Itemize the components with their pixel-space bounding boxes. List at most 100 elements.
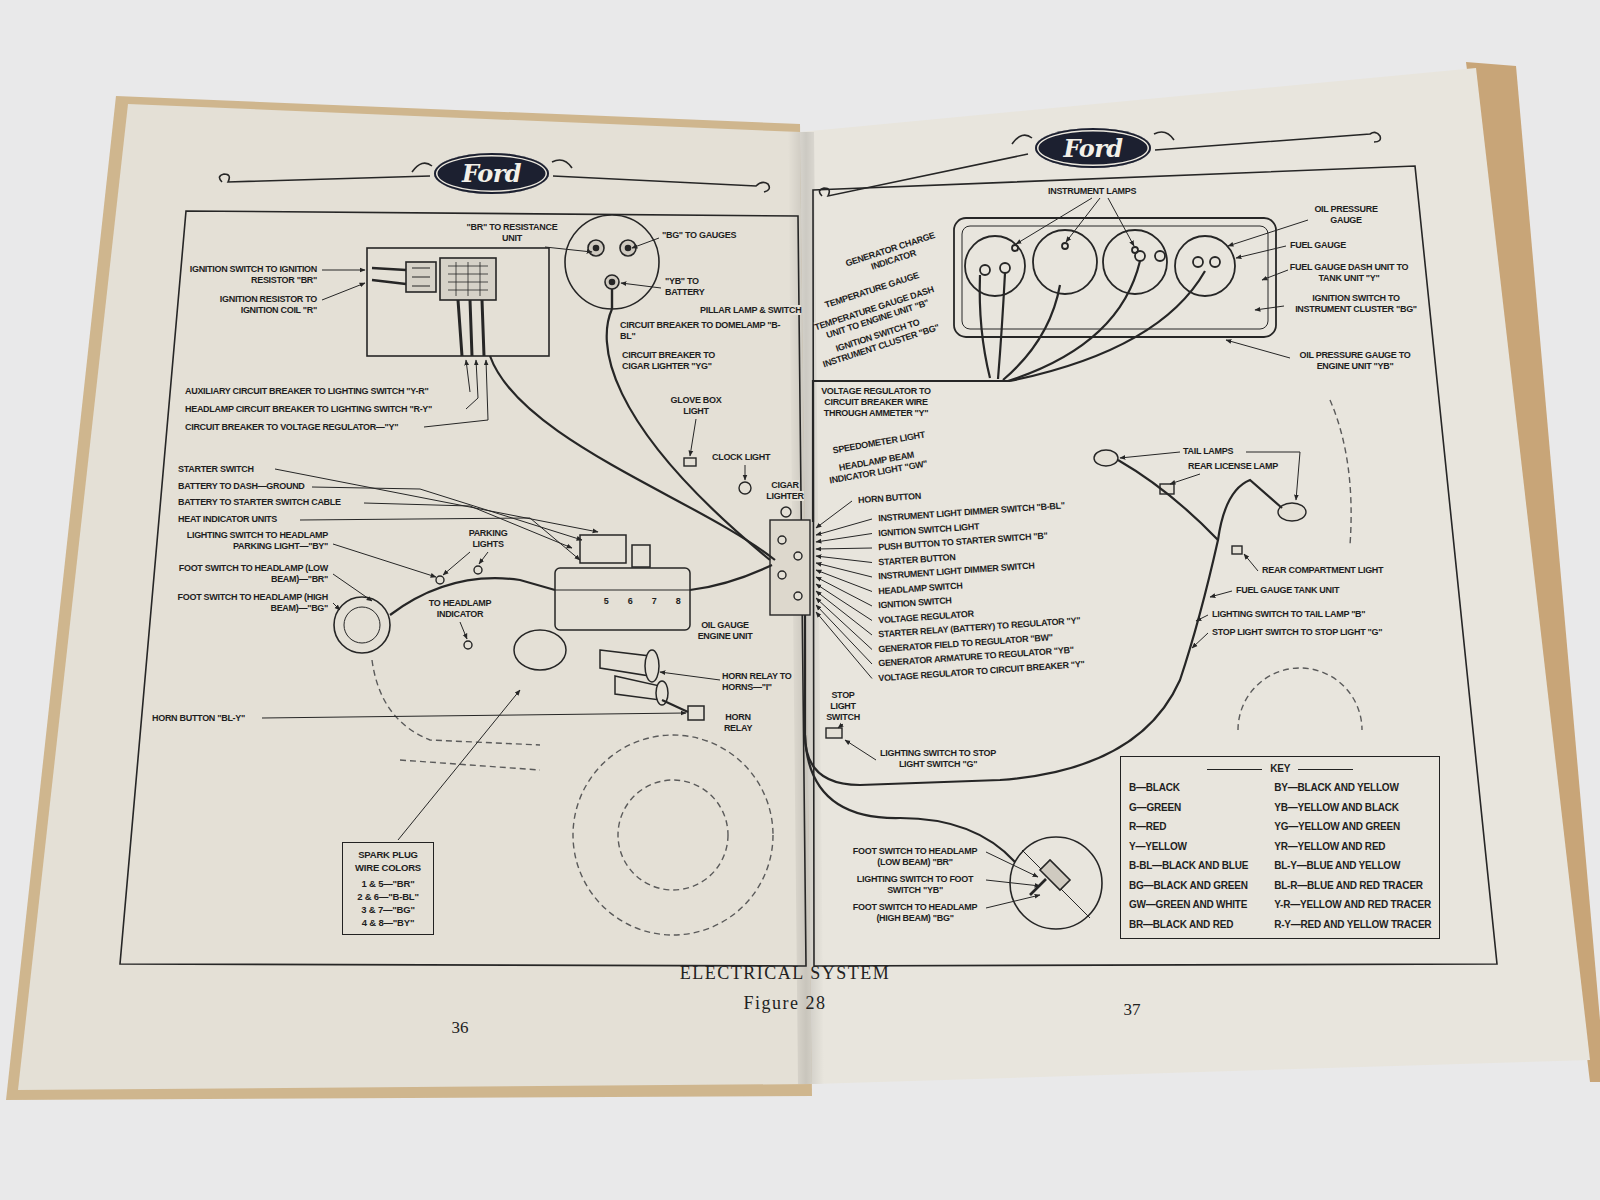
- label-text: PILLAR LAMP & SWITCH: [700, 305, 801, 315]
- header-scroll: [552, 160, 572, 168]
- label-text: IGNITION SWITCH TO IGNITION RESISTOR "BR…: [190, 264, 317, 285]
- leader-line: [398, 690, 520, 840]
- small-lamp: [778, 536, 786, 544]
- ignition-resistor-inset: [367, 248, 549, 356]
- instrument-cluster: [1193, 257, 1203, 267]
- ignition-resistor-inset: [406, 262, 436, 292]
- label-text: LIGHTING SWITCH TO HEADLAMP PARKING LIGH…: [187, 530, 328, 551]
- label-text: IGNITION SWITCH: [878, 595, 952, 610]
- instrument-cluster: [1033, 230, 1097, 294]
- leader-line: [816, 584, 872, 621]
- leader-line: [466, 360, 478, 409]
- label-text: INSTRUMENT LIGHT DIMMER SWITCH "B-BL": [878, 500, 1065, 523]
- leader-line: [1108, 198, 1134, 246]
- callout-label: IGNITION SWITCH TO INSTRUMENT CLUSTER "B…: [1286, 293, 1426, 315]
- instrument-cluster: [1155, 251, 1165, 261]
- wiring-harness: [662, 700, 688, 712]
- label-text: PARKING LIGHTS: [469, 528, 508, 549]
- callout-label: TAIL LAMPS: [1183, 446, 1283, 457]
- foot-switch-inset: [1040, 860, 1070, 890]
- label-text: HORN RELAY: [724, 712, 752, 733]
- foot-switch-inset: [1022, 850, 1090, 918]
- leader-line: [333, 603, 340, 610]
- ignition-resistor-inset: [458, 300, 484, 356]
- callout-label: STOP LIGHT SWITCH TO STOP LIGHT "G": [1212, 627, 1432, 638]
- horn: [645, 650, 659, 682]
- callout-label: CIRCUIT BREAKER TO VOLTAGE REGULATOR—"Y": [185, 422, 515, 433]
- headlamp: [334, 597, 390, 653]
- label-text: "BR" TO RESISTANCE UNIT: [467, 222, 558, 243]
- key-grid: B—BLACKBY—BLACK AND YELLOWG—GREENYB—YELL…: [1129, 778, 1431, 934]
- key-entry: BG—BLACK AND GREEN: [1129, 876, 1248, 896]
- label-text: STARTER SWITCH: [178, 464, 254, 474]
- callout-label: STARTER SWITCH: [178, 464, 478, 475]
- label-text: STARTER BUTTON: [878, 551, 956, 566]
- foot-switch-inset: [1010, 837, 1102, 929]
- engine: [632, 545, 650, 567]
- label-text: TAIL LAMPS: [1183, 446, 1233, 456]
- callout-label: 8: [672, 596, 684, 607]
- callout-label: PILLAR LAMP & SWITCH: [700, 305, 830, 316]
- header-scroll: [553, 176, 769, 192]
- callout-label: IGNITION SWITCH TO IGNITION RESISTOR "BR…: [182, 264, 317, 286]
- small-lamp: [684, 458, 696, 466]
- callout-label: GLOVE BOX LIGHT: [668, 395, 724, 417]
- label-text: HORN BUTTON: [858, 491, 922, 505]
- headlamp: [334, 597, 390, 653]
- instrument-cluster: [1210, 257, 1220, 267]
- label-text: "YB" TO BATTERY: [665, 276, 704, 297]
- instrument-cluster: [1132, 247, 1138, 253]
- leader-line: [816, 534, 872, 543]
- callout-label: VOLTAGE REGULATOR TO CIRCUIT BREAKER WIR…: [815, 386, 937, 419]
- leader-line: [262, 713, 686, 718]
- label-text: GLOVE BOX LIGHT: [671, 395, 722, 416]
- callout-label: FOOT SWITCH TO HEADLAMP (LOW BEAM) "BR": [845, 846, 985, 868]
- instrument-cluster: [1012, 245, 1018, 251]
- wiring-harness: [980, 275, 990, 378]
- key-entry: BL-R—BLUE AND RED TRACER: [1274, 876, 1431, 896]
- logo-oval: Ford: [1035, 128, 1151, 168]
- leader-line: [816, 577, 872, 606]
- key-entry: Y-R—YELLOW AND RED TRACER: [1274, 895, 1431, 915]
- leader-line: [745, 465, 746, 480]
- wiring-harness: [1003, 285, 1060, 380]
- header-scroll: [1154, 132, 1174, 140]
- callout-label: SPEEDOMETER LIGHT: [832, 427, 942, 457]
- leader-line: [816, 563, 872, 577]
- label-text: HORN RELAY TO HORNS—"I": [722, 671, 791, 692]
- logo-text: Ford: [1063, 134, 1122, 163]
- gauge-terminal-inset: [565, 215, 659, 309]
- leader-line: [1120, 452, 1180, 458]
- callout-label: LIGHTING SWITCH TO FOOT SWITCH "YB": [845, 874, 985, 896]
- instrument-cluster: [1062, 243, 1068, 249]
- callout-label: 7: [648, 596, 660, 607]
- headlamp: [344, 607, 380, 643]
- wire-color-entry: 3 & 7—"BG": [347, 903, 429, 916]
- leader-line: [1255, 306, 1284, 310]
- leader-line: [816, 598, 872, 650]
- label-text: 37: [1124, 1000, 1141, 1019]
- key-entry: YG—YELLOW AND GREEN: [1274, 817, 1431, 837]
- page-number: 37: [1112, 1000, 1152, 1020]
- callout-label: HORN BUTTON: [858, 485, 1008, 506]
- foot-switch-inset: [1010, 837, 1102, 929]
- small-lamp: [436, 576, 444, 584]
- leader-line: [986, 852, 1038, 877]
- callout-label: 6: [624, 596, 636, 607]
- label-text: CLOCK LIGHT: [712, 452, 770, 462]
- leader-line: [262, 198, 1308, 908]
- callout-label: HORN BUTTON "BL-Y": [152, 713, 352, 724]
- leader-line: [1262, 270, 1288, 280]
- car-outline: [1238, 668, 1362, 730]
- leader-line: [1066, 198, 1100, 242]
- label-text: REAR COMPARTMENT LIGHT: [1262, 565, 1383, 575]
- wiring-harness: [998, 273, 1005, 379]
- ignition-resistor-inset: [367, 248, 549, 356]
- leader-line: [460, 622, 467, 639]
- callout-label: FOOT SWITCH TO HEADLAMP (HIGH BEAM)—"BG": [168, 592, 328, 614]
- label-text: FUEL GAUGE: [1290, 240, 1346, 250]
- caption-text: ELECTRICAL SYSTEM Figure 28: [680, 963, 890, 1013]
- logo-oval: Ford: [434, 153, 549, 194]
- label-text: IGNITION RESISTOR TO IGNITION COIL "R": [220, 294, 317, 315]
- car-outline: [1330, 400, 1351, 545]
